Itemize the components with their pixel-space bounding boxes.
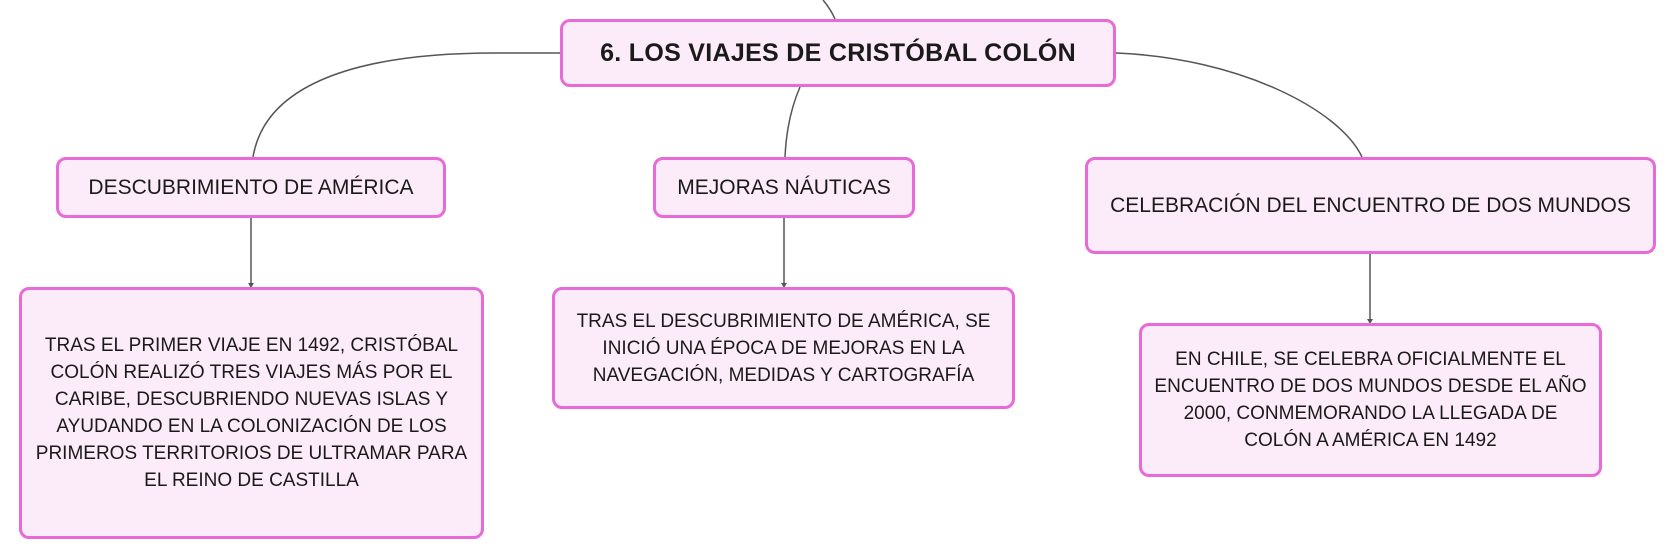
arrowhead-descubrimiento-detail <box>248 283 254 288</box>
topic-node-celebracion[interactable]: CELEBRACIÓN DEL ENCUENTRO DE DOS MUNDOS <box>1085 157 1656 254</box>
connector-root-to-celebracion <box>1115 52 1363 158</box>
topic-node-mejoras-nauticas[interactable]: MEJORAS NÁUTICAS <box>653 157 915 218</box>
root-node[interactable]: 6. LOS VIAJES DE CRISTÓBAL COLÓN <box>560 19 1116 87</box>
detail-node-celebracion[interactable]: EN CHILE, SE CELEBRA OFICIALMENTE EL ENC… <box>1139 323 1602 477</box>
detail-node-descubrimiento[interactable]: TRAS EL PRIMER VIAJE EN 1492, CRISTÓBAL … <box>19 287 484 539</box>
detail-node-text: TRAS EL DESCUBRIMIENTO DE AMÉRICA, SE IN… <box>576 310 991 386</box>
arrowhead-celebracion-detail <box>1367 319 1373 324</box>
detail-node-text: EN CHILE, SE CELEBRA OFICIALMENTE EL ENC… <box>1154 349 1587 451</box>
detail-node-mejoras-nauticas[interactable]: TRAS EL DESCUBRIMIENTO DE AMÉRICA, SE IN… <box>552 287 1015 409</box>
root-node-label: 6. LOS VIAJES DE CRISTÓBAL COLÓN <box>600 38 1076 67</box>
topic-node-label: MEJORAS NÁUTICAS <box>677 175 891 199</box>
connector-parent-to-root <box>822 0 836 20</box>
connector-root-to-descubrimiento <box>252 52 560 158</box>
topic-node-label: DESCUBRIMIENTO DE AMÉRICA <box>88 175 414 199</box>
arrowhead-mejoras-detail <box>781 283 787 288</box>
connector-root-to-mejoras <box>784 86 801 158</box>
topic-node-label: CELEBRACIÓN DEL ENCUENTRO DE DOS MUNDOS <box>1110 193 1631 217</box>
detail-node-text: TRAS EL PRIMER VIAJE EN 1492, CRISTÓBAL … <box>35 335 468 491</box>
topic-node-descubrimiento[interactable]: DESCUBRIMIENTO DE AMÉRICA <box>56 157 446 218</box>
